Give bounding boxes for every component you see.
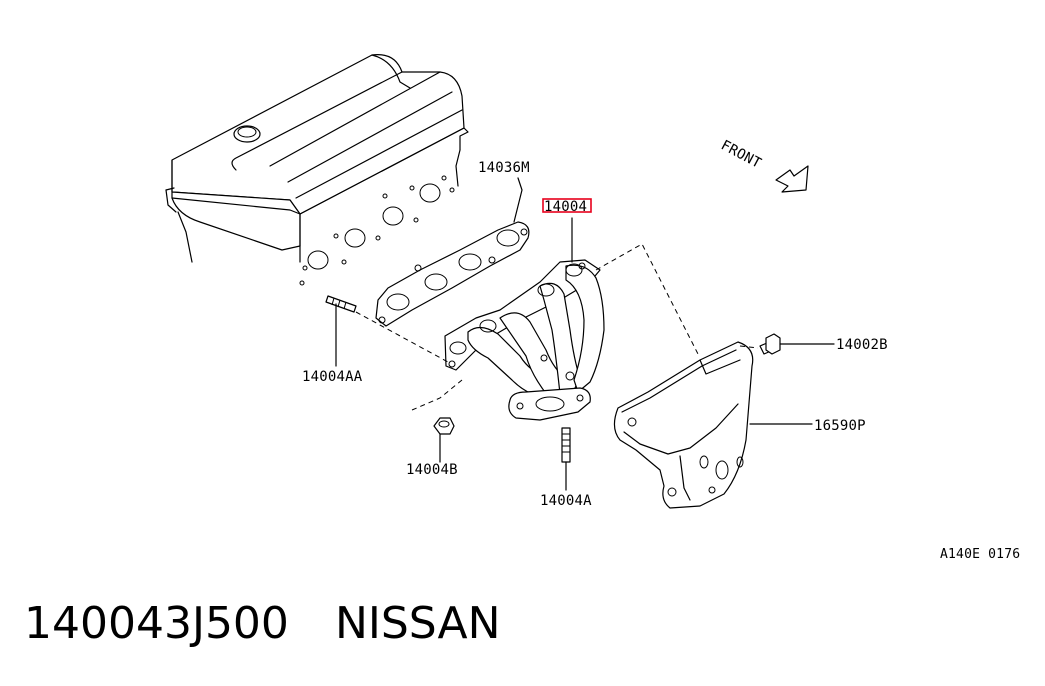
label-14004A: 14004A [540,493,592,509]
part-caption: 140043J500 NISSAN [24,598,501,649]
heat-shield-drawing [613,341,754,509]
exhaust-manifold-drawing [444,259,605,421]
brand-name: NISSAN [334,598,501,649]
label-14036M: 14036M [478,160,530,176]
stud-aa-drawing [299,280,357,313]
stud-a-drawing [561,427,571,463]
label-14002B: 14002B [836,337,888,353]
bolt-b-drawing [759,333,781,355]
part-number: 140043J500 [24,598,289,649]
manifold-gasket-drawing [375,221,530,327]
label-14004AA: 14004AA [302,369,363,385]
reference-code: A140E 0176 [940,547,1020,562]
label-14004: 14004 [544,199,587,215]
front-direction-arrow [775,165,809,193]
label-14004B: 14004B [406,462,458,478]
nut-b-drawing [433,417,455,435]
label-16590P: 16590P [814,418,866,434]
leader-lines [335,177,835,491]
engine-head-drawing [165,54,469,271]
highlight-box [542,198,592,213]
assembly-lines [355,243,759,411]
front-label: FRONT [718,137,764,172]
